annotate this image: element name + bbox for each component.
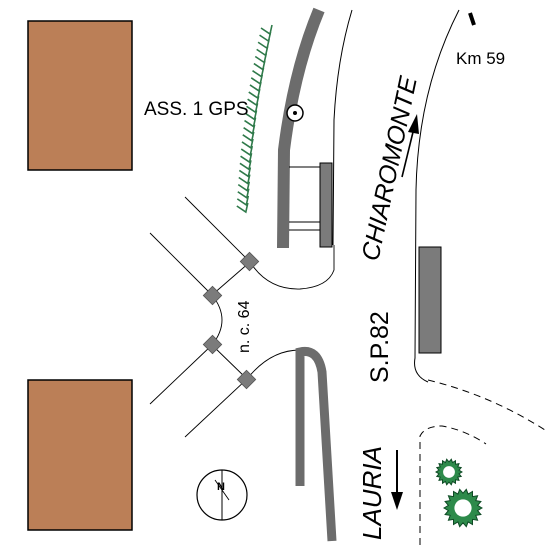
hedge-tick xyxy=(237,188,250,200)
gps-point-icon xyxy=(286,104,304,122)
hedge-tick xyxy=(240,145,254,157)
road-edges xyxy=(332,9,546,545)
km-label: Km 59 xyxy=(456,49,505,68)
hedge-tick xyxy=(238,174,251,185)
hedge-tick xyxy=(241,138,254,150)
civic-number-label: n. c. 64 xyxy=(236,300,253,353)
hedge-tick xyxy=(236,202,249,214)
hedge-tick xyxy=(240,152,253,164)
shrub-center xyxy=(454,499,472,517)
road-code-label: S.P.82 xyxy=(366,311,394,383)
gps-point-label: ASS. 1 GPS xyxy=(144,99,249,120)
north-letter: N xyxy=(217,481,225,493)
gate-post xyxy=(319,162,333,248)
hedge xyxy=(236,24,273,214)
upper-wall xyxy=(277,7,325,249)
building-top-left xyxy=(27,20,133,171)
hedge-tick xyxy=(237,181,251,192)
shrub-center xyxy=(443,466,455,478)
arrow-down-icon xyxy=(391,450,403,510)
corner-markers xyxy=(202,251,260,390)
hedge-tick xyxy=(238,167,252,178)
hedge-tick xyxy=(236,195,250,207)
lower-wall xyxy=(295,346,337,542)
arrow-up-icon xyxy=(401,114,419,178)
road-median-block xyxy=(418,246,442,354)
north-compass-icon: N xyxy=(196,469,248,521)
km-post xyxy=(468,12,476,26)
building-bottom-left xyxy=(27,379,133,531)
shrub-icon xyxy=(435,458,483,528)
hedge-tick xyxy=(239,160,252,171)
direction-north-label: CHIAROMONTE xyxy=(356,74,422,264)
direction-south-label: LAURIA xyxy=(357,446,387,540)
